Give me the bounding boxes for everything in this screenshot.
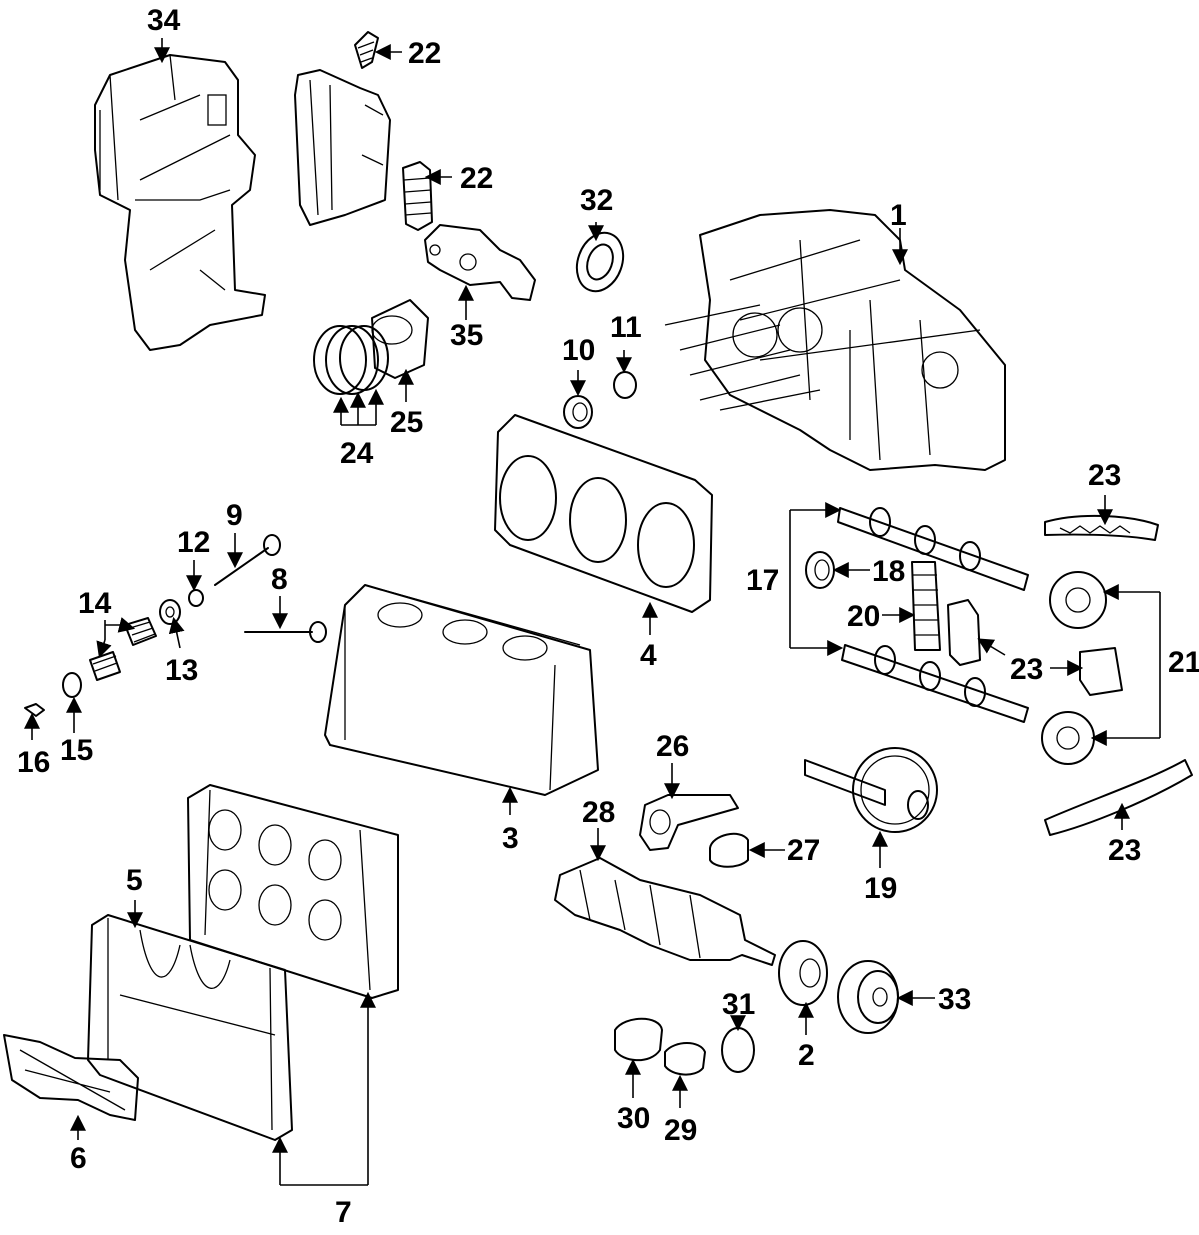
connecting-rod-26 [639, 794, 739, 851]
seal-32 [575, 231, 625, 293]
callout-27: 27 [787, 834, 820, 867]
callout-1: 1 [890, 199, 907, 232]
bearing-shell-27 [709, 832, 749, 868]
callout-24: 24 [340, 437, 374, 470]
callout-23-mid: 23 [1010, 653, 1043, 686]
tensioner-23-right [1079, 647, 1123, 696]
valve-8 [244, 621, 327, 643]
callout-8: 8 [271, 563, 288, 596]
oil-housing-34 [94, 54, 266, 351]
callout-33: 33 [938, 983, 971, 1016]
callout-23-top: 23 [1088, 459, 1121, 492]
valve-seal-12 [188, 589, 204, 607]
callout-6: 6 [70, 1142, 87, 1175]
callout-14: 14 [78, 587, 112, 620]
callout-17: 17 [746, 564, 779, 597]
heat-shield-6 [3, 1034, 139, 1121]
camshaft-17-lower [841, 644, 1029, 723]
sprocket-21-lower [1041, 711, 1095, 765]
callout-28: 28 [582, 796, 615, 829]
callout-15: 15 [60, 734, 93, 767]
crank-gear-2 [778, 940, 828, 1006]
filter-plug-22-lower [402, 161, 433, 231]
callout-5: 5 [126, 864, 143, 897]
callout-16: 16 [17, 746, 50, 779]
callout-13: 13 [165, 654, 198, 687]
callout-30: 30 [617, 1102, 650, 1135]
callout-9: 9 [226, 499, 243, 532]
engine-block-1 [664, 209, 1006, 471]
pulley-33 [837, 960, 899, 1034]
spring-seat-15 [62, 672, 82, 698]
callout-12: 12 [177, 526, 210, 559]
callout-7: 7 [335, 1196, 352, 1229]
callout-26: 26 [656, 730, 689, 763]
bushing-10 [563, 395, 593, 429]
chain-guide-23-bottom [1044, 759, 1193, 836]
keeper-16 [24, 703, 45, 717]
callout-10: 10 [562, 334, 595, 367]
callout-4: 4 [640, 639, 657, 672]
callout-34: 34 [147, 4, 181, 37]
crankshaft-28 [554, 857, 776, 966]
callout-22-top: 22 [408, 37, 441, 70]
callout-21: 21 [1168, 646, 1199, 679]
piston-rings-24 [313, 325, 389, 395]
cylinder-head-3 [324, 584, 599, 796]
valve-spring-14b [89, 651, 121, 681]
callout-labels: 34 22 22 35 24 25 32 11 10 1 4 9 12 8 14… [17, 4, 1199, 1229]
cover-plate [294, 69, 391, 226]
callout-22-lower: 22 [460, 162, 493, 195]
callout-29: 29 [664, 1114, 697, 1147]
callout-31: 31 [722, 988, 755, 1021]
filter-plug-22-top [354, 31, 379, 69]
chain-guide-23-top [1044, 514, 1159, 541]
camshaft-housing-7 [187, 784, 399, 999]
intermediate-gear-19 [804, 747, 938, 833]
main-bearing-30 [614, 1017, 663, 1062]
valve-spring-14a [124, 617, 157, 646]
callout-18: 18 [872, 555, 905, 588]
callout-35: 35 [450, 319, 483, 352]
main-bearing-29 [664, 1042, 706, 1076]
pump-35 [424, 224, 536, 301]
callout-25: 25 [390, 406, 423, 439]
retainer-13 [159, 599, 181, 625]
callout-19: 19 [864, 872, 897, 905]
sprocket-21-upper [1049, 571, 1107, 629]
piston-25 [371, 299, 429, 379]
callout-23-bottom: 23 [1108, 834, 1141, 867]
callout-3: 3 [502, 822, 519, 855]
tensioner-23-mid [947, 599, 981, 666]
timing-chain-20 [911, 561, 941, 651]
camshaft-17-upper [837, 507, 1029, 591]
callout-32: 32 [580, 184, 613, 217]
callout-20: 20 [847, 600, 880, 633]
thrust-ring-31 [721, 1027, 755, 1073]
head-gasket-4 [494, 414, 713, 613]
ring-11 [613, 371, 637, 399]
leader-lines [24, 38, 1161, 1186]
callout-11: 11 [610, 311, 642, 344]
bearing-18 [805, 551, 835, 589]
callout-2: 2 [798, 1039, 815, 1072]
